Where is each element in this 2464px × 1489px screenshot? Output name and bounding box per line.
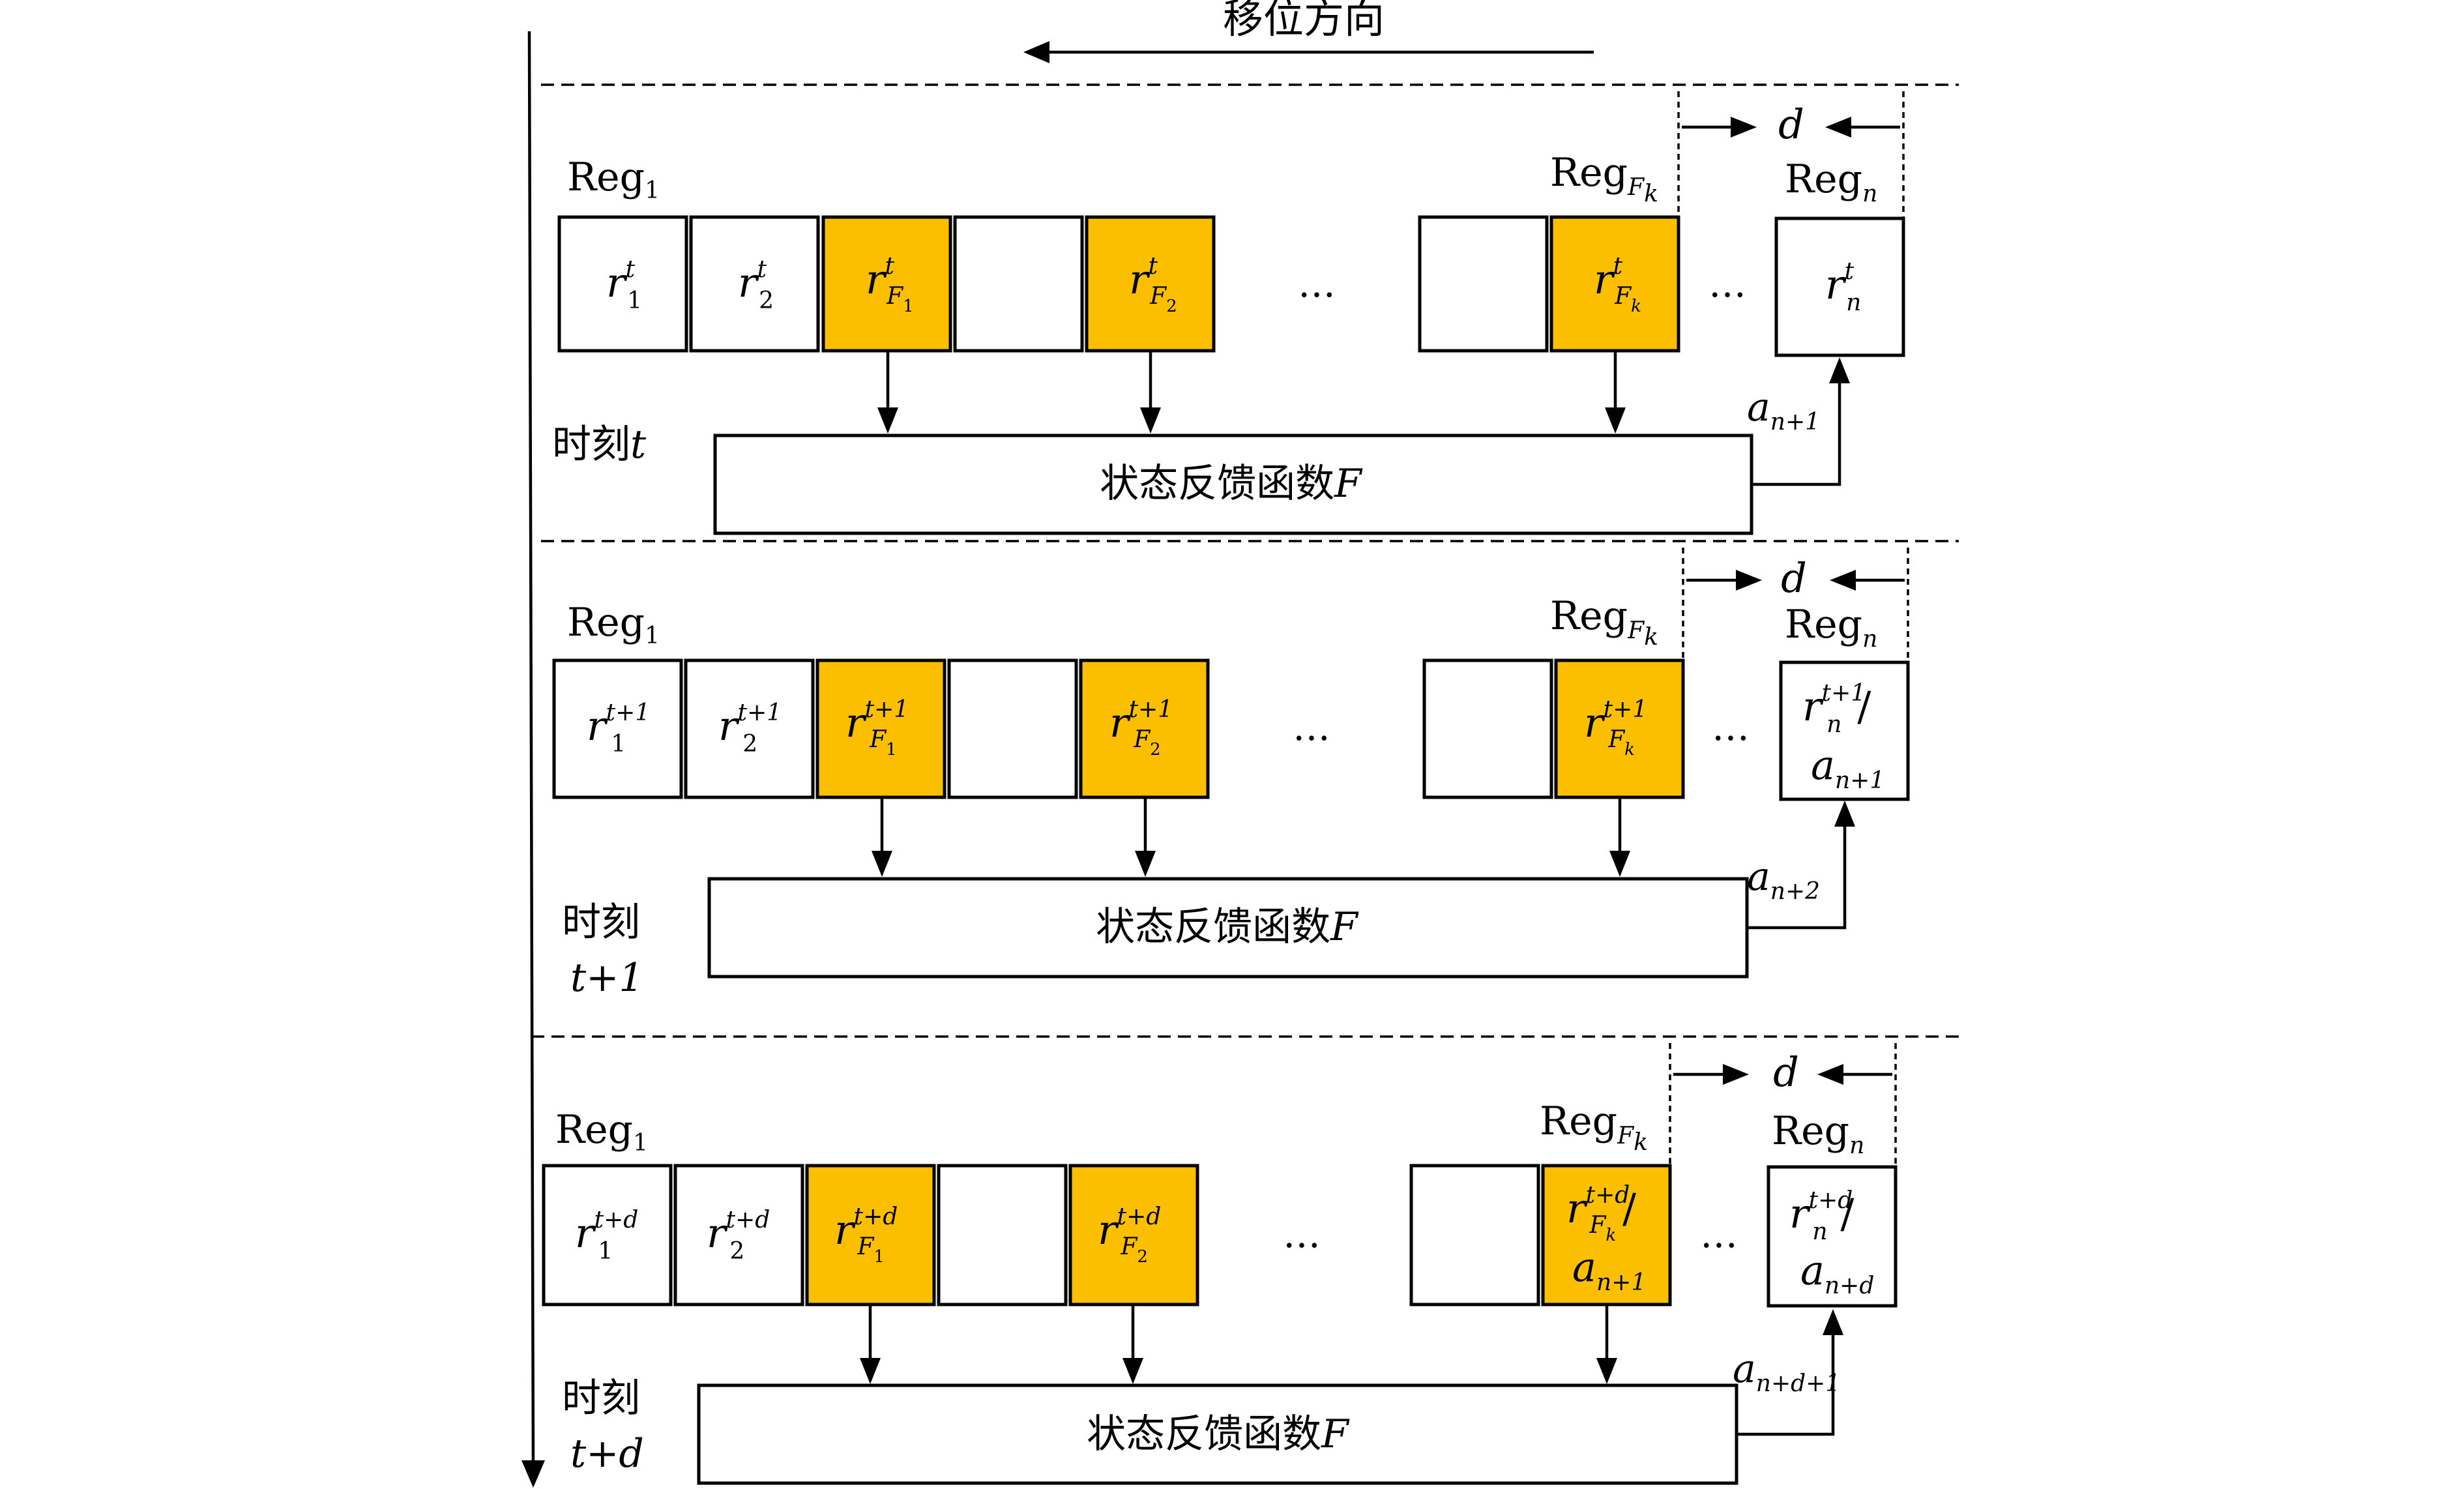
shift-direction-arrow (1023, 41, 1594, 63)
ellipsis-middle: … (1293, 705, 1330, 749)
tap-arrows (877, 351, 1626, 434)
feedback-return-arrow (1752, 357, 1850, 486)
reg-1-label: Reg1 (555, 1107, 648, 1157)
reg-n-label: Regn (1772, 1108, 1864, 1159)
register-cell-n (1774, 216, 1905, 357)
svg-text:d: d (1778, 100, 1804, 148)
register-cell-2 (684, 658, 815, 799)
register-cell-tap-f2 (1068, 1164, 1199, 1306)
cell-value-n-line2: an+1 (1811, 741, 1885, 794)
time-label: 时刻t (552, 422, 647, 467)
ellipsis-middle: … (1298, 261, 1336, 306)
register-cell-4 (947, 658, 1078, 799)
time-label-value: t+1 (570, 955, 644, 1001)
feedback-return-arrow (1737, 1309, 1843, 1436)
register-cell-before-fk (1418, 215, 1549, 353)
feedback-function-label: 状态反馈函数F (1087, 1411, 1350, 1457)
register-cell-2 (689, 215, 820, 353)
svg-text:d: d (1773, 1048, 1799, 1096)
register-cell-tap-fk (1554, 658, 1685, 799)
ellipsis-right: … (1700, 1212, 1738, 1256)
register-cell-before-fk (1409, 1164, 1540, 1306)
register-cell-1 (552, 658, 683, 799)
feedback-input-label: an+2 (1747, 854, 1820, 905)
reg-1-label: Reg1 (567, 155, 660, 204)
feedback-function-label: 状态反馈函数F (1100, 461, 1363, 507)
cell-value-tap-fk-line2: an+1 (1572, 1243, 1646, 1296)
ellipsis-middle: … (1283, 1212, 1321, 1256)
reg-fk-label: RegFk (1540, 1098, 1648, 1156)
register-cell-n (1779, 660, 1910, 801)
svg-text:d: d (1781, 554, 1807, 602)
register-cell-before-fk (1422, 658, 1553, 799)
ellipsis-right: … (1712, 705, 1750, 749)
reg-fk-label: RegFk (1550, 150, 1658, 207)
feedback-function-label: 状态反馈函数F (1096, 904, 1359, 950)
delay-interval-d: d (1669, 1043, 1897, 1167)
register-cell-4 (953, 215, 1084, 353)
feedback-input-label: an+d+1 (1733, 1346, 1840, 1397)
cell-value-n-line2: an+d (1800, 1246, 1874, 1299)
delay-interval-d: d (1677, 91, 1905, 218)
feedback-function-box (707, 877, 1749, 979)
register-cell-1 (542, 1164, 673, 1306)
time-label-value: t+d (570, 1431, 644, 1477)
reg-n-label: Regn (1785, 156, 1877, 207)
feedback-input-label: an+1 (1747, 385, 1820, 435)
register-cell-n (1767, 1165, 1898, 1308)
reg-fk-label: RegFk (1550, 593, 1658, 651)
feedback-function-box (713, 434, 1753, 535)
register-cell-tap-f2 (1085, 215, 1216, 353)
register-cell-tap-f1 (821, 215, 952, 353)
delay-interval-d: d (1682, 548, 1909, 662)
time-axis (521, 31, 545, 1488)
tap-arrows (872, 797, 1630, 877)
register-cell-tap-f1 (815, 658, 946, 799)
feedback-return-arrow (1747, 801, 1855, 930)
register-cell-4 (937, 1164, 1068, 1306)
register-cell-tap-f2 (1079, 658, 1210, 799)
shift-direction-label: 移位方向 (1223, 0, 1385, 42)
reg-1-label: Reg1 (567, 600, 660, 649)
feedback-function-box (697, 1383, 1738, 1485)
register-cell-2 (673, 1164, 804, 1306)
reg-n-label: Regn (1785, 602, 1877, 653)
time-label: 时刻 (562, 1376, 640, 1421)
time-label: 时刻 (562, 900, 640, 945)
tap-arrows (860, 1305, 1617, 1384)
register-cell-1 (557, 215, 688, 353)
ellipsis-right: … (1709, 261, 1746, 306)
